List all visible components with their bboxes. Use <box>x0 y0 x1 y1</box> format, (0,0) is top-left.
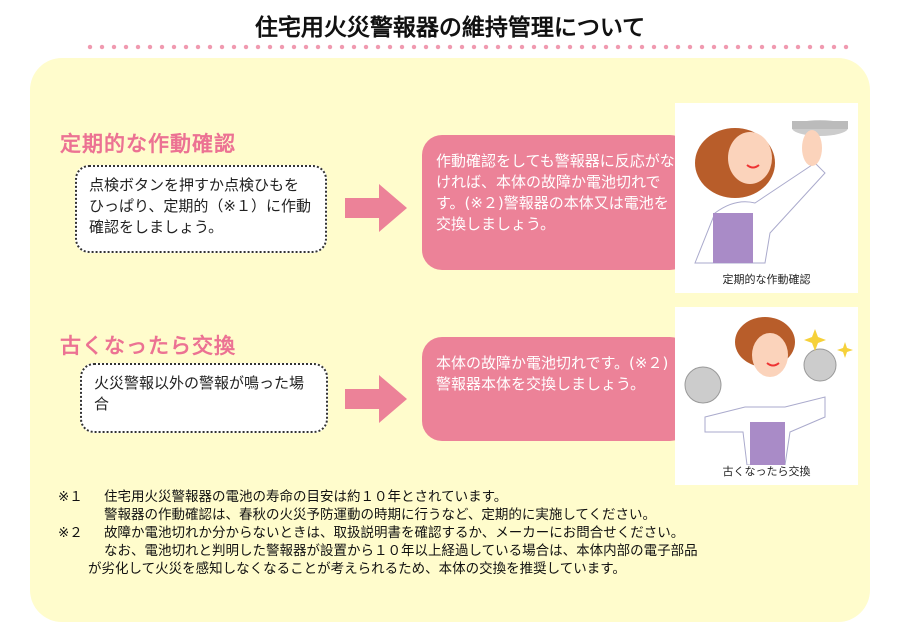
section2-heading: 古くなったら交換 <box>60 334 236 358</box>
note2-line3: が劣化して火災を感知しなくなることが考えられるため、本体の交換を推奨しています。 <box>88 561 626 577</box>
note2-line1: ※２ 故障か電池切れか分からないときは、取扱説明書を確認するか、メーカーにお問合せ… <box>58 524 698 542</box>
note1-line2: 警報器の作動確認は、春秋の火災予防運動の時期に行うなど、定期的に実施してください… <box>104 507 657 523</box>
note2-mark: ※２ <box>58 525 83 541</box>
section1-image-caption: 定期的な作動確認 <box>722 273 811 286</box>
page-title: 住宅用火災警報器の維持管理について <box>254 15 646 41</box>
arrow-right-icon <box>345 184 407 232</box>
section1-result-box: 作動確認をしても警報器に反応がなければ、本体の故障か電池切れです。(※２)警報器… <box>422 135 690 270</box>
woman-pressing-alarm-icon <box>694 120 848 264</box>
section2-illustration: 古くなったら交換 <box>675 307 858 485</box>
section1-illustration: 定期的な作動確認 <box>675 103 858 293</box>
arrow-right-icon <box>345 375 407 423</box>
note1-text: 住宅用火災警報器の電池の寿命の目安は約１０年とされています。 <box>104 489 508 505</box>
note2-text: 故障か電池切れか分からないときは、取扱説明書を確認するか、メーカーにお問合せくだ… <box>104 525 685 541</box>
footnotes: ※１ 住宅用火災警報器の電池の寿命の目安は約１０年とされています。 警報器の作動確… <box>58 488 698 578</box>
woman-holding-alarms-icon <box>684 317 853 466</box>
section2-image-caption: 古くなったら交換 <box>722 465 811 478</box>
section1-action-box: 点検ボタンを押すか点検ひもをひっぱり、定期的（※１）に作動確認をしましょう。 <box>75 165 327 253</box>
section2-action-box: 火災警報以外の警報が鳴った場合 <box>80 363 328 433</box>
note1-line1: ※１ 住宅用火災警報器の電池の寿命の目安は約１０年とされています。 <box>58 488 698 506</box>
section2-result-box: 本体の故障か電池切れです。(※２)警報器本体を交換しましょう。 <box>422 337 690 441</box>
note2-line2: なお、電池切れと判明した警報器が設置から１０年以上経過している場合は、本体内部の… <box>104 543 698 559</box>
section1-heading: 定期的な作動確認 <box>60 132 236 156</box>
dotted-divider <box>84 44 854 50</box>
note1-mark: ※１ <box>58 489 83 505</box>
